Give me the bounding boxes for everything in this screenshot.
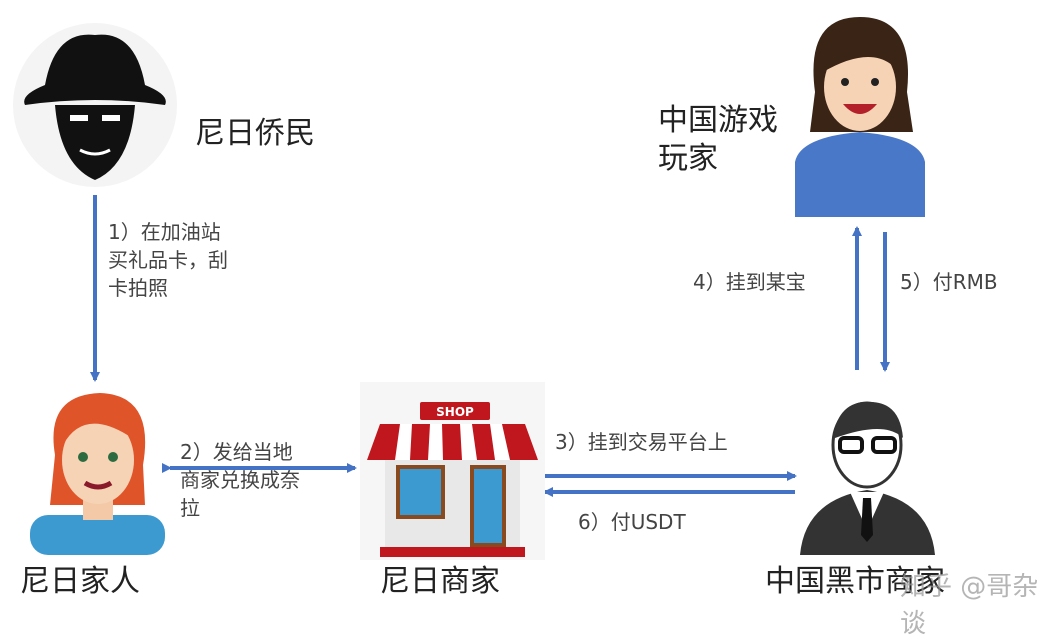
step-3-text: 3）挂到交易平台上 (555, 430, 728, 454)
step-2-line: 商家兑换成奈 (180, 468, 300, 492)
step-1-line: 买礼品卡，刮 (108, 248, 228, 272)
man-with-hat-icon (13, 23, 177, 187)
shop-icon: SHOP (360, 382, 545, 560)
shop-sign: SHOP (436, 405, 474, 419)
black-market-label: 中国黑市商家 (765, 564, 945, 599)
step-5-text: 5）付RMB (900, 270, 998, 294)
emigrant-label: 尼日侨民 (195, 116, 315, 151)
watermark: 知乎 @哥杂谈 (900, 572, 1039, 639)
player-label-line: 中国游戏 (658, 103, 778, 138)
step-1-text: 1）在加油站 买礼品卡，刮 卡拍照 (108, 218, 228, 302)
player-label-line: 玩家 (658, 141, 718, 176)
woman-red-hair-icon (30, 393, 165, 555)
step-2-text: 2）发给当地 商家兑换成奈 拉 (180, 438, 300, 522)
family-label: 尼日家人 (20, 564, 140, 599)
step-1-line: 卡拍照 (108, 276, 168, 300)
step-6-text: 6）付USDT (578, 510, 686, 534)
businessman-icon (800, 401, 935, 555)
merchant-label: 尼日商家 (380, 564, 500, 599)
step-1-line: 1）在加油站 (108, 220, 221, 244)
step-2-line: 拉 (180, 496, 200, 520)
player-label: 中国游戏 玩家 (658, 102, 778, 178)
step-2-line: 2）发给当地 (180, 440, 293, 464)
smiling-woman-icon (795, 17, 925, 217)
step-4-text: 4）挂到某宝 (693, 270, 806, 294)
flow-arrows (90, 195, 890, 497)
